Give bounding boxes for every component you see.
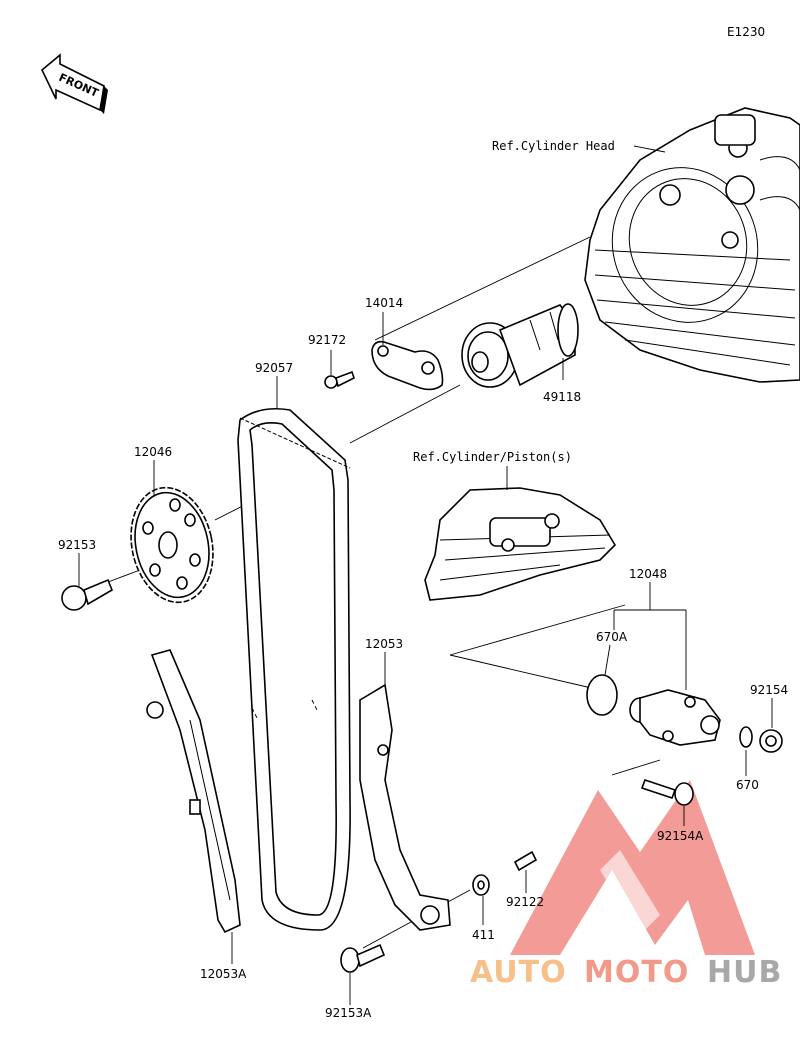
label-14014: 14014 [365, 296, 403, 310]
cam-sprocket [130, 486, 214, 604]
brand-hub: HUB [707, 955, 782, 990]
label-670: 670 [736, 778, 759, 792]
brand-auto: AUTO [470, 955, 567, 990]
cylinder-head [584, 107, 800, 383]
front-arrow: FRONT [41, 53, 108, 114]
diagram-code: E1230 [727, 25, 765, 39]
washer-411 [472, 874, 490, 896]
label-92057: 92057 [255, 361, 293, 375]
ref-cylinder-piston: Ref.Cylinder/Piston(s) [413, 450, 572, 464]
chain-tensioner [629, 689, 721, 746]
bolt-92153A [340, 943, 386, 973]
chain-guide-right [359, 683, 451, 931]
label-92172: 92172 [308, 333, 346, 347]
cylinder-block [424, 487, 617, 601]
label-92154: 92154 [750, 683, 788, 697]
cap-bolt-92154 [759, 729, 783, 753]
o-ring-670 [739, 726, 753, 748]
label-49118: 49118 [543, 390, 581, 404]
label-12046: 12046 [134, 445, 172, 459]
label-670A: 670A [596, 630, 628, 644]
leader-lines [78, 312, 773, 1005]
label-411: 411 [472, 928, 495, 942]
label-92122: 92122 [506, 895, 544, 909]
label-92154A: 92154A [657, 829, 704, 843]
cam-chain [237, 407, 351, 931]
pin-92122 [513, 850, 538, 872]
ref-cylinder-head: Ref.Cylinder Head [492, 139, 615, 153]
watermark-logo [510, 780, 755, 955]
bolt-92154A [640, 778, 694, 806]
label-92153A: 92153A [325, 1006, 372, 1020]
camshaft [461, 303, 579, 388]
label-92153: 92153 [58, 538, 96, 552]
brand-moto: MOTO [584, 955, 689, 990]
screw-92172 [324, 370, 355, 389]
chain-guide-left [146, 649, 241, 934]
label-12048: 12048 [629, 567, 667, 581]
label-12053: 12053 [365, 637, 403, 651]
part-labels: 14014 92172 92057 49118 12046 92153 1204… [58, 296, 788, 1020]
o-ring-670A [586, 674, 618, 716]
bolt-92153 [61, 578, 113, 611]
cam-plate [371, 340, 444, 391]
label-12053A: 12053A [200, 967, 247, 981]
watermark-text: AUTO MOTO HUB [470, 955, 782, 990]
